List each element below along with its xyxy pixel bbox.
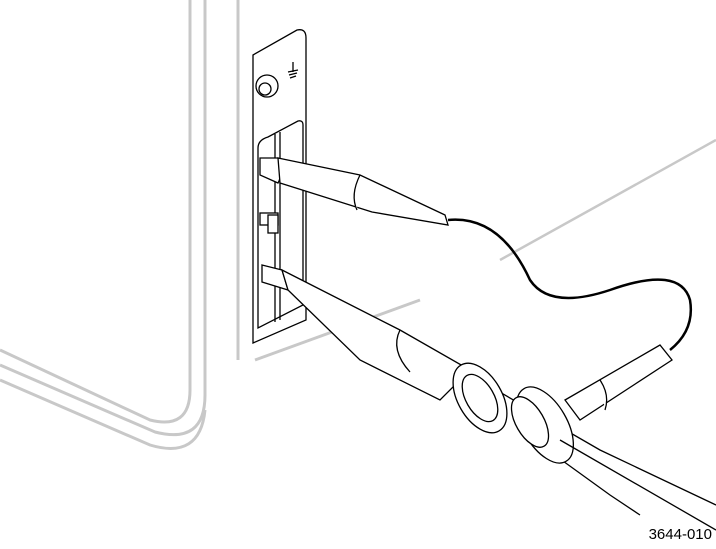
probe-body (261, 264, 716, 531)
ground-lead-cable (447, 218, 693, 351)
ground-symbol-icon (287, 62, 299, 79)
probe-ground-clip (259, 157, 449, 226)
figure-id-label: 3644-010 (648, 526, 712, 543)
